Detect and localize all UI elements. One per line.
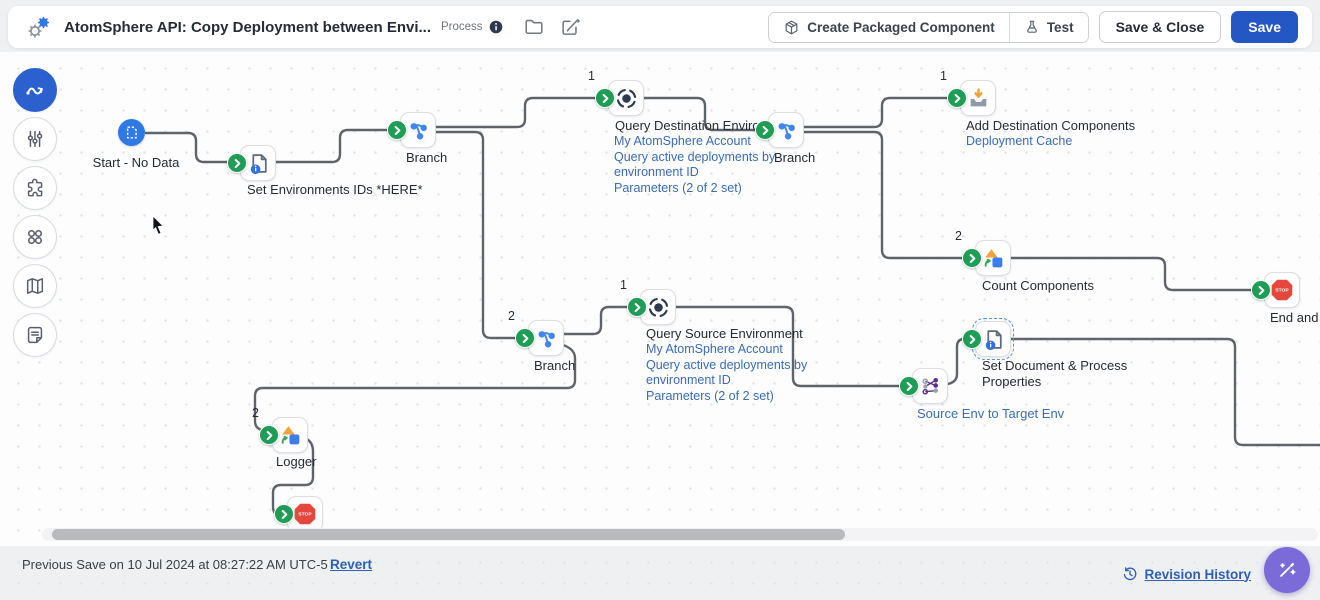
node-sublabel: Parameters (2 of 2 set) [646,388,774,403]
node-sublabel: environment ID [646,373,731,387]
node-sublabel: Deployment Cache [966,134,1073,148]
tool-components[interactable] [13,166,57,210]
save-and-close-button[interactable]: Save & Close [1098,11,1222,43]
node-label: Add Destination Components [966,118,1136,133]
node-start[interactable]: Start - No Data [93,119,179,170]
node-label: Set Environments IDs *HERE* [247,182,423,197]
folder-icon[interactable] [523,16,545,38]
node-query-source-environment[interactable]: 1 Query Source Environment My AtomSphere… [620,278,807,403]
flask-icon [1026,20,1037,33]
previous-save-text: Previous Save on 10 Jul 2024 at 08:27:22… [22,557,328,572]
horizontal-scrollbar-track[interactable] [42,528,1318,541]
footer-strip [0,546,1320,600]
revision-history-label: Revision History [1144,566,1251,582]
branch-sequence-number: 2 [252,406,259,420]
connector-arrow[interactable] [755,120,775,140]
node-label: Start - No Data [92,155,180,170]
node-label: Branch [406,150,448,165]
tool-notes[interactable] [13,313,57,357]
connector-arrow[interactable] [899,376,919,396]
notes-icon [27,326,43,344]
node-sublabel: environment ID [614,165,699,179]
shape-tool-rail [13,68,57,362]
connector-arrow[interactable] [274,504,294,524]
node-label: End and [1270,310,1319,325]
node-source-env-to-target-env[interactable]: Source Env to Target Env [899,368,1064,421]
node-set-document-process-properties[interactable]: Set Document & Process Properties [962,318,1127,389]
node-sublabel: Query active deployments by [614,149,776,164]
node-label: Count Components [982,278,1095,293]
node-label: Logger [276,454,317,469]
assistant-fab[interactable] [1264,547,1310,593]
branch-sequence-number: 2 [955,229,962,243]
package-icon [785,20,798,34]
node-end-bottom[interactable]: STOP [274,496,323,532]
sliders-icon [27,130,43,148]
node-label: Branch [774,150,816,165]
node-sublabel: My AtomSphere Account [646,342,783,356]
connector-arrow[interactable] [387,120,407,140]
tool-shapes[interactable] [13,215,57,259]
node-branch-top[interactable]: Branch [387,112,447,165]
node-logger[interactable]: 2 Logger [252,406,316,469]
magic-wand-icon [1280,562,1296,577]
start-icon [118,119,145,146]
connector-arrow[interactable] [962,329,982,349]
branch-icon [768,112,804,148]
connector-arrow[interactable] [1251,280,1271,300]
edit-icon[interactable] [559,16,581,38]
connector-arrow[interactable] [947,88,967,108]
branch-sequence-number: 2 [508,309,515,323]
horizontal-scrollbar-thumb[interactable] [52,529,845,540]
revert-link[interactable]: Revert [330,557,373,572]
node-end-top[interactable]: STOP End and [1251,272,1318,325]
connector-arrow[interactable] [962,248,982,268]
top-toolbar: AtomSphere API: Copy Deployment between … [8,6,1312,48]
create-packaged-component-button[interactable]: Create Packaged Component [769,12,1009,42]
create-packaged-component-label: Create Packaged Component [807,19,995,35]
branch-sequence-number: 1 [620,278,627,292]
tool-map[interactable] [13,264,57,308]
history-icon [1124,567,1137,581]
node-set-environments[interactable]: Set Environments IDs *HERE* [227,145,423,197]
test-button[interactable]: Test [1008,12,1088,42]
map-icon [26,278,44,294]
tool-properties[interactable] [13,117,57,161]
action-button-group: Create Packaged Component Test [768,11,1089,43]
process-title: AtomSphere API: Copy Deployment between … [64,18,432,36]
node-sublabel: My AtomSphere Account [614,134,751,148]
mouse-cursor [152,215,164,235]
save-button[interactable]: Save [1231,11,1298,43]
process-gears-icon [26,14,52,40]
add-to-cache-icon [960,80,996,116]
info-icon[interactable] [489,20,503,34]
connector-arrow[interactable] [515,328,535,348]
connector-arrow[interactable] [595,88,615,108]
process-type-label: Process [441,21,483,33]
shapes-grid-icon [27,229,43,245]
branch-sequence-number: 1 [940,69,947,83]
flow-connector-icon [26,87,43,95]
node-query-destination-environment[interactable]: 1 Query Destination Environment My AtomS… [588,69,796,195]
test-label: Test [1046,19,1074,35]
svg-text:STOP: STOP [1275,288,1289,294]
branch-sequence-number: 1 [588,69,595,83]
node-count-components[interactable]: 2 Count Components [955,229,1094,293]
connector-arrow[interactable] [227,153,247,173]
node-label: Source Env to Target Env [917,406,1065,421]
node-label: Query Source Environment [646,326,803,341]
connector-arrow[interactable] [627,297,647,317]
node-sublabel: Query active deployments by [646,357,808,372]
svg-text:STOP: STOP [298,512,312,518]
node-branch-lower[interactable]: 2 Branch [508,309,575,373]
node-sublabel: Parameters (2 of 2 set) [614,180,742,195]
tool-flow-connector[interactable] [13,68,57,112]
puzzle-icon [27,178,43,197]
node-label: Branch [534,358,576,373]
revision-history-link[interactable]: Revision History [1122,566,1251,582]
node-label: Set Document & Process Properties [982,358,1128,389]
connector-arrow[interactable] [259,425,279,445]
node-add-destination-components[interactable]: 1 Add Destination Components Deployment … [940,69,1135,148]
node-branch-mid[interactable]: Branch [755,112,815,165]
